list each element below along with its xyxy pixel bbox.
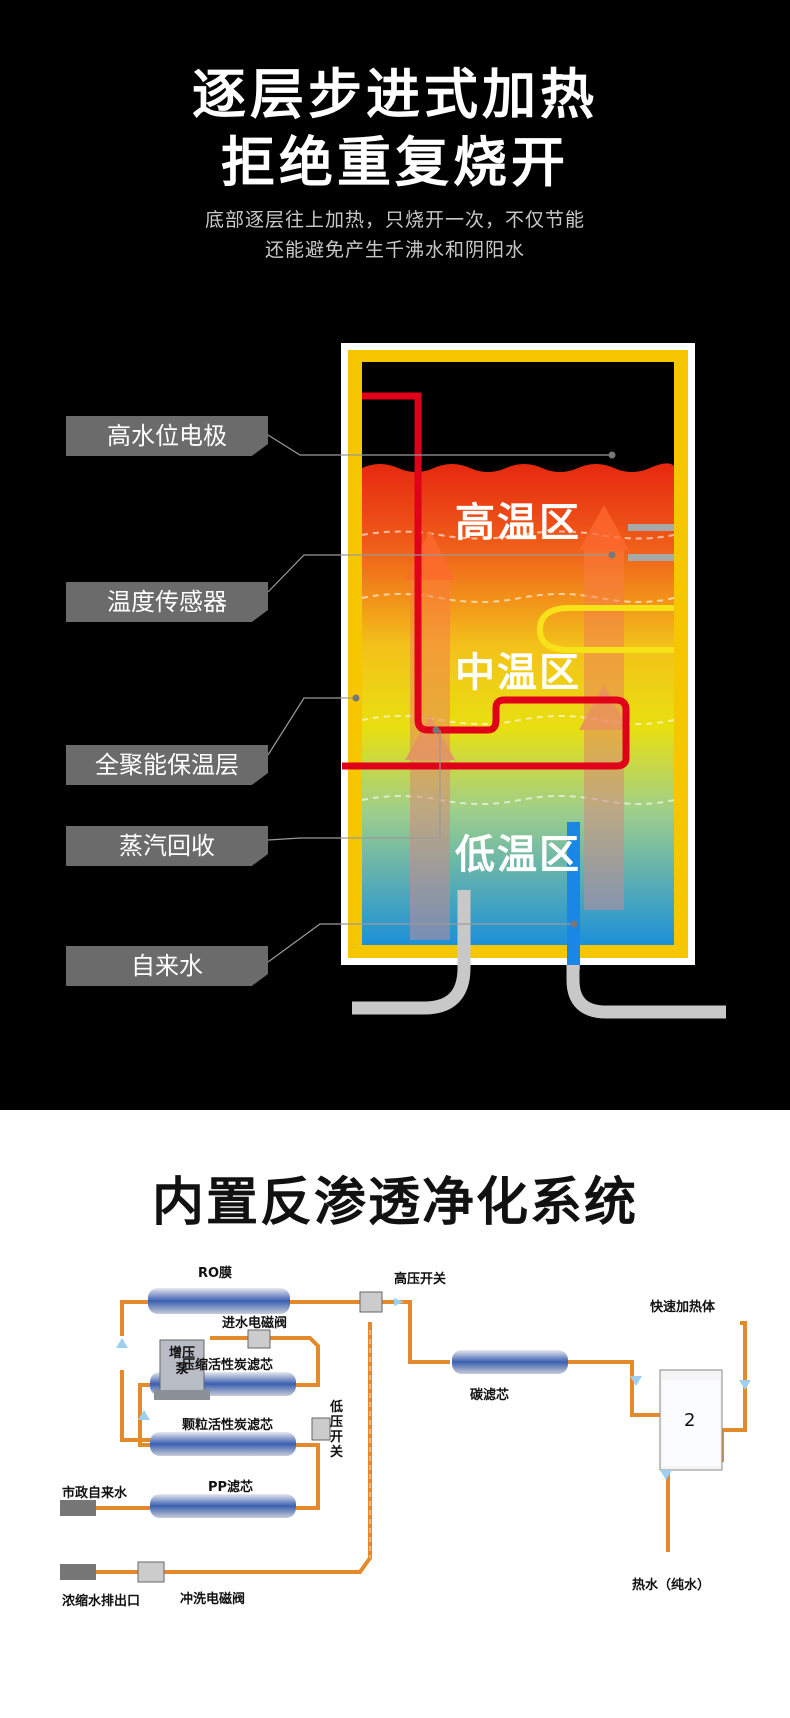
ro-pipework (60, 1288, 751, 1583)
zone-high: 高温区 (455, 500, 581, 546)
granular-carbon-shape (150, 1432, 296, 1456)
low-pressure-switch-label: 低压开关 (330, 1400, 344, 1460)
pp-filter-label: PP滤芯 (208, 1480, 254, 1495)
hot-water-label: 热水（纯水） (632, 1578, 711, 1593)
flush-valve-label: 冲洗电磁阀 (180, 1592, 246, 1607)
compressed-carbon-label: 压缩活性炭滤芯 (182, 1358, 274, 1373)
subtitle-line1: 底部逐层往上加热，只烧开一次，不仅节能 (204, 209, 585, 231)
granular-carbon-label: 颗粒活性炭滤芯 (182, 1418, 274, 1433)
zone-low: 低温区 (455, 832, 581, 878)
headline-line2: 拒绝重复烧开 (221, 131, 569, 194)
ro-system-diagram: RO膜 高压开关 增压泵 进水电磁阀 压缩活性炭滤芯 颗粒活性炭滤芯 PP滤芯 … (0, 1250, 790, 1710)
label-steam-recovery: 蒸汽回收 (66, 826, 268, 866)
booster-pump-label: 增压泵 (168, 1346, 195, 1377)
inlet-valve-label: 进水电磁阀 (222, 1316, 288, 1331)
heat-arrow-right (579, 505, 629, 910)
ro-title: 内置反渗透净化系统 (151, 1173, 638, 1233)
ro-membrane-shape (148, 1288, 290, 1314)
label-temperature-sensor: 温度传感器 (66, 582, 268, 622)
fast-heater-number: 2 (684, 1410, 696, 1431)
heat-arrow-left (405, 530, 455, 940)
fast-heater-label: 快速加热体 (650, 1300, 716, 1315)
carbon-filter-shape (452, 1350, 568, 1374)
label-insulation-layer: 全聚能保温层 (66, 745, 268, 785)
subtitle-line2: 还能避免产生千沸水和阴阳水 (264, 239, 525, 261)
headline-line1: 逐层步进式加热 (192, 63, 598, 126)
heater-section: 逐层步进式加热 拒绝重复烧开 底部逐层往上加热，只烧开一次，不仅节能 还能避免产… (0, 0, 790, 1110)
ro-membrane-label: RO膜 (198, 1266, 233, 1281)
zone-mid: 中温区 (455, 650, 581, 696)
booster-pump-shape (159, 1339, 205, 1393)
high-pressure-switch-label: 高压开关 (394, 1272, 447, 1287)
pp-filter-shape (150, 1494, 296, 1518)
waste-outlet-label: 浓缩水排出口 (62, 1594, 141, 1609)
label-tap-water: 自来水 (66, 946, 268, 986)
carbon-filter-label: 碳滤芯 (470, 1388, 510, 1403)
city-water-label: 市政自来水 (62, 1486, 128, 1501)
label-water-level-electrode: 高水位电极 (66, 416, 268, 456)
water-tank-diagram (267, 343, 726, 1019)
